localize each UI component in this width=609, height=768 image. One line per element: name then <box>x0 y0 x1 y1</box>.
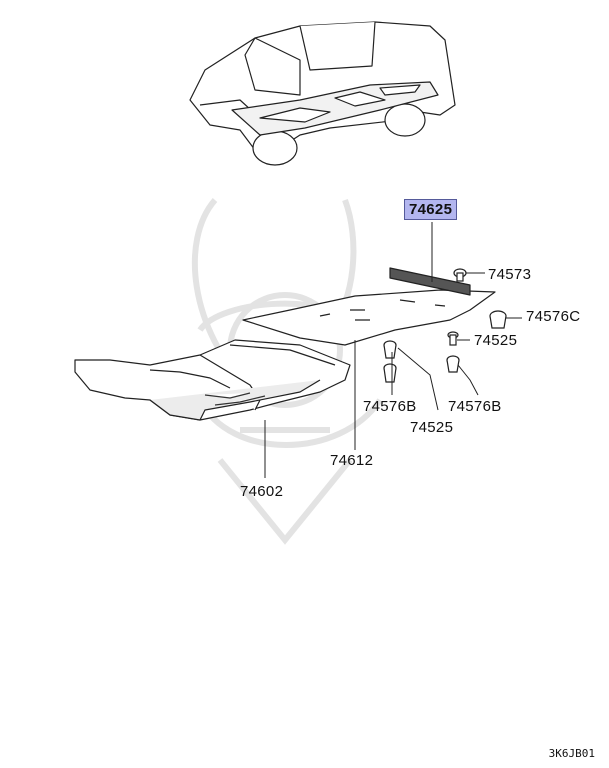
figure-code: 3K6JB01 <box>548 747 595 760</box>
clip-74573-icon <box>453 268 467 282</box>
part-label-74612[interactable]: 74612 <box>330 452 374 469</box>
part-label-74576c[interactable]: 74576C <box>526 308 581 325</box>
vehicle-overview <box>189 21 456 166</box>
clip-74576b2-icon <box>446 355 460 373</box>
clip-74576c-icon <box>489 310 507 329</box>
part-label-74576b-right[interactable]: 74576B <box>448 398 502 415</box>
part-label-74576b-left[interactable]: 74576B <box>363 398 417 415</box>
part-label-74573[interactable]: 74573 <box>488 266 532 283</box>
screw-74525a-icon <box>447 331 459 346</box>
part-label-74602[interactable]: 74602 <box>240 483 284 500</box>
carpet-74602 <box>74 339 351 421</box>
part-label-74625[interactable]: 74625 <box>404 199 458 220</box>
clip-74576b1-icon <box>383 340 397 383</box>
fasteners <box>383 268 507 383</box>
part-label-74525-lower[interactable]: 74525 <box>410 419 454 436</box>
floor-mat-74612 <box>242 267 496 346</box>
leader-lines <box>264 222 522 478</box>
part-label-74525-upper[interactable]: 74525 <box>474 332 518 349</box>
